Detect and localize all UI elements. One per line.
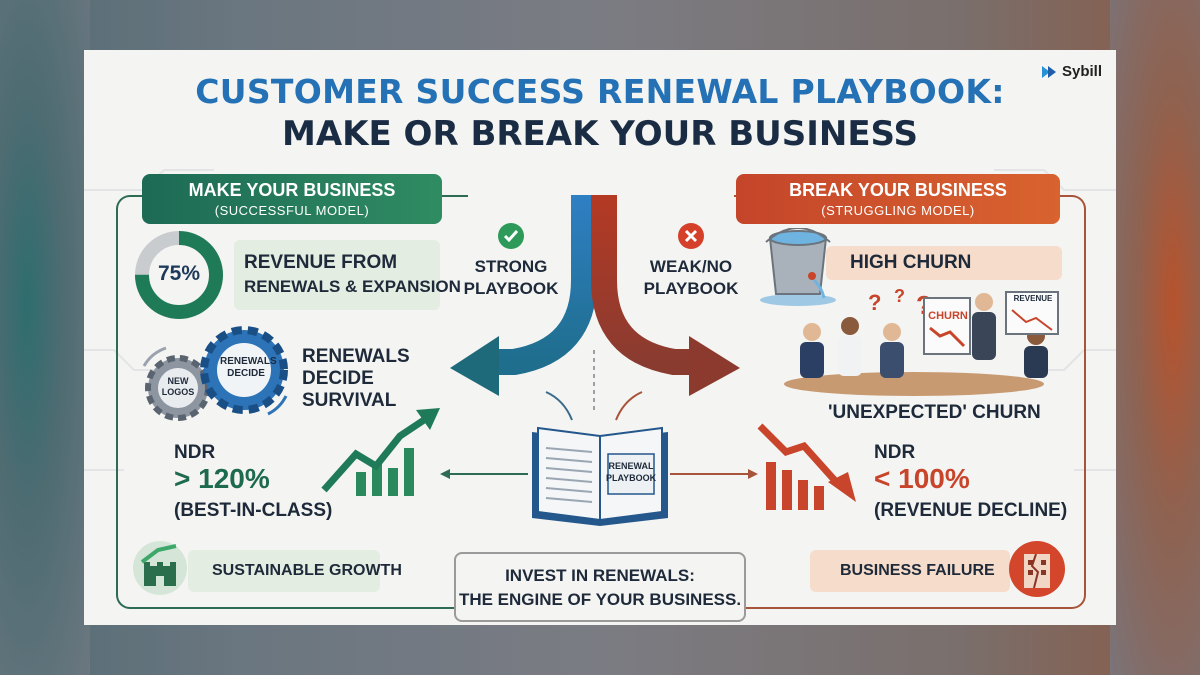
revenue-line2: RENEWALS & EXPANSION [244, 277, 461, 296]
make-header-subtitle: (SUCCESSFUL MODEL) [214, 203, 370, 218]
revenue-pill [234, 240, 440, 310]
make-header-title: MAKE YOUR BUSINESS [188, 180, 396, 200]
break-header-title: BREAK YOUR BUSINESS [789, 180, 1007, 200]
bottom-message-box: INVEST IN RENEWALS: THE ENGINE OF YOUR B… [454, 552, 746, 622]
person-icon [880, 323, 904, 378]
weak-arrow-shaft [591, 195, 694, 375]
bottom-line2: THE ENGINE OF YOUR BUSINESS. [458, 590, 742, 609]
donut-value: 75% [157, 262, 201, 285]
board-churn-text: CHURN [928, 310, 968, 322]
weak-playbook-line2: PLAYBOOK [643, 279, 739, 298]
break-ndr-value: < 100% [874, 463, 970, 494]
renewals-line1: RENEWALS [302, 346, 410, 367]
background-left [0, 0, 90, 675]
renewals-line2: DECIDE [302, 368, 374, 389]
break-ndr-note: (REVENUE DECLINE) [874, 500, 1068, 521]
unexpected-churn-label: 'UNEXPECTED' CHURN [828, 402, 1041, 423]
sybill-icon [1041, 65, 1056, 78]
strong-playbook-line1: STRONG [474, 257, 548, 276]
donut-chart [135, 231, 223, 319]
svg-text:?: ? [868, 290, 881, 315]
weak-arrow-head [689, 336, 740, 396]
growth-pill [188, 550, 380, 592]
infographic-card: CUSTOMER SUCCESS RENEWAL PLAYBOOK: MAKE … [84, 50, 1116, 625]
leaking-bucket-icon [760, 228, 836, 306]
meeting-illustration: ? ? ? [784, 286, 1059, 396]
break-header: BREAK YOUR BUSINESS (STRUGGLING MODEL) [736, 174, 1060, 224]
strong-arrow-shaft [494, 195, 597, 375]
renewals-line3: SURVIVAL [302, 390, 397, 411]
failure-pill [810, 550, 1010, 592]
person-icon [838, 317, 862, 376]
revenue-line1: REVENUE FROM [244, 252, 398, 273]
svg-text:?: ? [894, 286, 905, 306]
strong-arrow-head [450, 336, 499, 396]
high-churn-label: HIGH CHURN [850, 252, 972, 273]
person-icon [972, 293, 996, 360]
gear-icon [200, 326, 288, 414]
gear-new-logos: NEW LOGOS [161, 376, 195, 397]
decline-chart-icon [757, 423, 856, 510]
check-icon [498, 223, 524, 249]
page-title-line1: CUSTOMER SUCCESS RENEWAL PLAYBOOK: [195, 72, 1005, 111]
crumbling-building-icon [1009, 541, 1065, 597]
growth-label: SUSTAINABLE GROWTH [212, 562, 402, 579]
gear-icon [145, 355, 211, 421]
make-ndr-value: > 120% [174, 463, 270, 494]
book-title-line2: PLAYBOOK [606, 473, 657, 483]
person-icon [800, 323, 824, 378]
strong-playbook-line2: PLAYBOOK [463, 279, 559, 298]
gear-renewals-decide: RENEWALS DECIDE [220, 356, 277, 379]
growth-chart-icon [321, 408, 440, 496]
failure-label: BUSINESS FAILURE [840, 562, 995, 579]
book-title-line1: RENEWAL [608, 461, 654, 471]
donut-fill [135, 231, 223, 319]
center-arrows [440, 195, 758, 479]
brand-name: Sybill [1061, 63, 1102, 80]
background-right [1110, 0, 1200, 675]
page-title-line2: MAKE OR BREAK YOUR BUSINESS [281, 114, 919, 154]
make-ndr-note: (BEST-IN-CLASS) [174, 500, 333, 521]
break-header-subtitle: (STRUGGLING MODEL) [821, 203, 975, 218]
weak-playbook-line1: WEAK/NO [649, 257, 733, 276]
high-churn-pill [826, 246, 1062, 280]
make-ndr-label: NDR [174, 442, 216, 463]
castle-growth-icon [133, 541, 187, 595]
board-revenue-text: REVENUE [1013, 294, 1053, 303]
bottom-line1: INVEST IN RENEWALS: [505, 566, 695, 585]
brand-logo: Sybill [1040, 63, 1102, 80]
book-icon [532, 426, 668, 526]
break-ndr-label: NDR [874, 442, 916, 463]
gears-illustration [142, 326, 288, 421]
x-icon [678, 223, 704, 249]
make-header: MAKE YOUR BUSINESS (SUCCESSFUL MODEL) [142, 174, 442, 224]
